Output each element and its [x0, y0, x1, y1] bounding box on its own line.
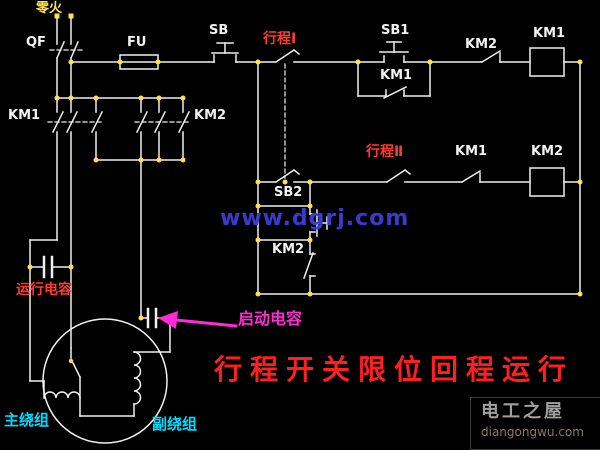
aux-winding-coil [133, 351, 142, 405]
control-top-rail [70, 41, 581, 179]
label-sb: SB [209, 23, 229, 38]
km1-coil-symbol [529, 47, 565, 77]
label-km1-main: KM1 [8, 108, 41, 123]
label-km1-interlock: KM1 [455, 144, 488, 159]
limit-switch-1-return-contact-symbol [274, 168, 301, 184]
label-start-capacitor: 启动电容 [238, 309, 303, 328]
watermark-site-url: diangongwu.com [481, 425, 584, 439]
power-terminals [54, 13, 74, 45]
main-winding-coil [43, 391, 81, 399]
rung2 [257, 167, 581, 197]
km1-selfhold-contact-symbol [357, 61, 431, 100]
diagram-title: 行程开关限位回程运行 [214, 353, 575, 386]
label-fu: FU [127, 35, 147, 50]
label-power-terminals: 零火 [36, 1, 63, 16]
label-km2-main: KM2 [194, 108, 227, 123]
limit-switch-1-symbol [274, 48, 301, 179]
km2-selfhold-contact-symbol [303, 252, 316, 279]
motor-symbol [42, 318, 168, 444]
start-capacitor-arrow [158, 311, 238, 329]
sb1-start-button-symbol [379, 41, 409, 63]
run-capacitor-symbol [29, 255, 72, 279]
km2-coil-symbol [529, 167, 565, 197]
limit-switch-2-symbol [385, 168, 412, 184]
centrifugal-switch-blade [71, 361, 82, 379]
label-limit-switch-1: 行程Ⅰ [263, 31, 297, 47]
label-km1-coil: KM1 [533, 26, 566, 41]
label-aux-winding: 副绕组 [152, 415, 198, 433]
km1-interlock-contact-symbol [460, 169, 482, 184]
label-sb1: SB1 [381, 23, 410, 38]
km1-km2-main-contacts [29, 97, 191, 382]
label-limit-switch-2: 行程Ⅱ [366, 144, 404, 160]
label-km1-selfhold: KM1 [380, 68, 413, 83]
watermark-site-name: 电工之屋 [481, 401, 565, 422]
sb2-start-button-symbol [309, 209, 328, 237]
qf-breaker-symbol [49, 41, 85, 113]
centrifugal-switch-pivot [68, 358, 74, 364]
label-qf: QF [26, 35, 46, 50]
start-capacitor-symbol [133, 307, 171, 353]
label-km2-interlock: KM2 [465, 37, 498, 52]
label-km2-coil: KM2 [531, 144, 564, 159]
control-rails [257, 61, 581, 295]
sb2-branch [257, 181, 328, 295]
sb-stop-button-symbol [211, 42, 239, 63]
watermark-site-box: 电工之屋 diangongwu.com [470, 397, 600, 450]
label-sb2: SB2 [274, 185, 303, 200]
label-km2-selfhold: KM2 [272, 242, 305, 257]
watermark-center: www.dgrj.com [220, 206, 410, 231]
junction-dots [27, 59, 583, 321]
label-main-winding: 主绕组 [4, 411, 50, 429]
km2-interlock-contact-symbol [480, 49, 502, 64]
label-run-capacitor: 运行电容 [16, 282, 72, 298]
